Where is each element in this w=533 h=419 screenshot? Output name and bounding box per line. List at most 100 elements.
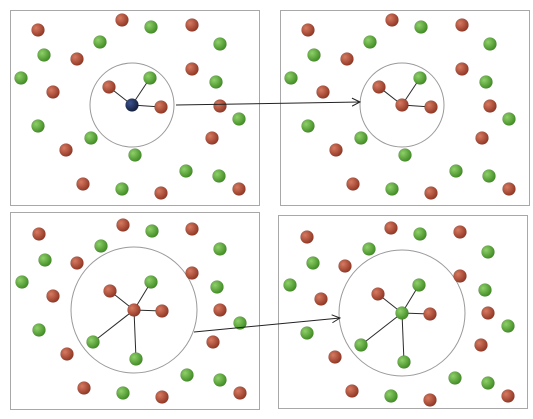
red-point xyxy=(316,85,330,99)
neighbor-green-point xyxy=(354,338,368,352)
red-point xyxy=(116,218,130,232)
red-point xyxy=(185,266,199,280)
green-point xyxy=(116,386,130,400)
green-point xyxy=(180,368,194,382)
red-point xyxy=(301,23,315,37)
neighbor-edge xyxy=(92,309,135,343)
green-point xyxy=(128,148,142,162)
panel-top-right xyxy=(280,10,530,206)
red-point xyxy=(300,230,314,244)
red-point xyxy=(213,99,227,113)
neighborhood-circle xyxy=(338,249,466,377)
red-point xyxy=(453,225,467,239)
neighbor-green-point xyxy=(144,275,158,289)
neighbor-red-point xyxy=(155,304,169,318)
neighborhood-circle xyxy=(70,246,198,374)
neighbor-red-point xyxy=(102,80,116,94)
neighbor-red-point xyxy=(103,284,117,298)
green-point xyxy=(478,283,492,297)
green-point xyxy=(32,323,46,337)
red-point xyxy=(185,222,199,236)
green-point xyxy=(413,227,427,241)
red-point xyxy=(340,52,354,66)
green-point xyxy=(284,71,298,85)
red-point xyxy=(213,303,227,317)
panel-top-left xyxy=(10,10,260,206)
neighbor-green-point xyxy=(397,355,411,369)
red-point xyxy=(31,23,45,37)
neighbor-green-point xyxy=(413,71,427,85)
green-point xyxy=(213,242,227,256)
red-point xyxy=(46,85,60,99)
red-point xyxy=(314,292,328,306)
neighbor-green-point xyxy=(143,71,157,85)
green-point xyxy=(414,20,428,34)
transition-arrow xyxy=(193,318,340,333)
neighbor-red-point xyxy=(424,100,438,114)
red-point xyxy=(185,62,199,76)
red-point xyxy=(60,347,74,361)
green-point xyxy=(384,389,398,403)
red-point xyxy=(385,13,399,27)
green-point xyxy=(145,224,159,238)
green-point xyxy=(306,256,320,270)
green-point xyxy=(283,278,297,292)
red-point xyxy=(77,381,91,395)
green-point xyxy=(300,326,314,340)
neighbor-green-point xyxy=(129,352,143,366)
green-point xyxy=(213,373,227,387)
red-point xyxy=(154,186,168,200)
red-point xyxy=(453,269,467,283)
green-point xyxy=(94,239,108,253)
neighbor-red-point xyxy=(372,80,386,94)
red-point xyxy=(233,386,247,400)
red-point xyxy=(206,335,220,349)
red-point xyxy=(423,393,437,407)
green-point xyxy=(482,169,496,183)
green-point xyxy=(14,71,28,85)
red-point xyxy=(155,390,169,404)
green-point xyxy=(213,37,227,51)
neighbor-edge xyxy=(133,309,137,360)
neighbor-green-point xyxy=(412,278,426,292)
red-point xyxy=(338,259,352,273)
green-point xyxy=(362,242,376,256)
green-point xyxy=(232,112,246,126)
green-point xyxy=(233,316,247,330)
green-point xyxy=(385,182,399,196)
red-point xyxy=(59,143,73,157)
neighbor-red-point xyxy=(154,100,168,114)
classified-red-point xyxy=(127,303,141,317)
neighbor-red-point xyxy=(423,307,437,321)
green-point xyxy=(483,37,497,51)
red-point xyxy=(475,131,489,145)
green-point xyxy=(502,112,516,126)
classified-red-point xyxy=(395,98,409,112)
red-point xyxy=(329,143,343,157)
red-point xyxy=(76,177,90,191)
green-point xyxy=(501,319,515,333)
red-point xyxy=(328,350,342,364)
green-point xyxy=(37,48,51,62)
green-point xyxy=(479,75,493,89)
green-point xyxy=(31,119,45,133)
red-point xyxy=(205,131,219,145)
green-point xyxy=(481,245,495,259)
green-point xyxy=(144,20,158,34)
green-point xyxy=(210,280,224,294)
red-point xyxy=(455,18,469,32)
green-point xyxy=(209,75,223,89)
green-point xyxy=(38,253,52,267)
green-point xyxy=(363,35,377,49)
green-point xyxy=(179,164,193,178)
neighborhood-circle xyxy=(89,62,175,148)
red-point xyxy=(185,18,199,32)
red-point xyxy=(345,384,359,398)
neighbor-edge xyxy=(360,312,403,346)
green-point xyxy=(398,148,412,162)
red-point xyxy=(346,177,360,191)
green-point xyxy=(307,48,321,62)
red-point xyxy=(232,182,246,196)
neighbor-green-point xyxy=(86,335,100,349)
green-point xyxy=(84,131,98,145)
